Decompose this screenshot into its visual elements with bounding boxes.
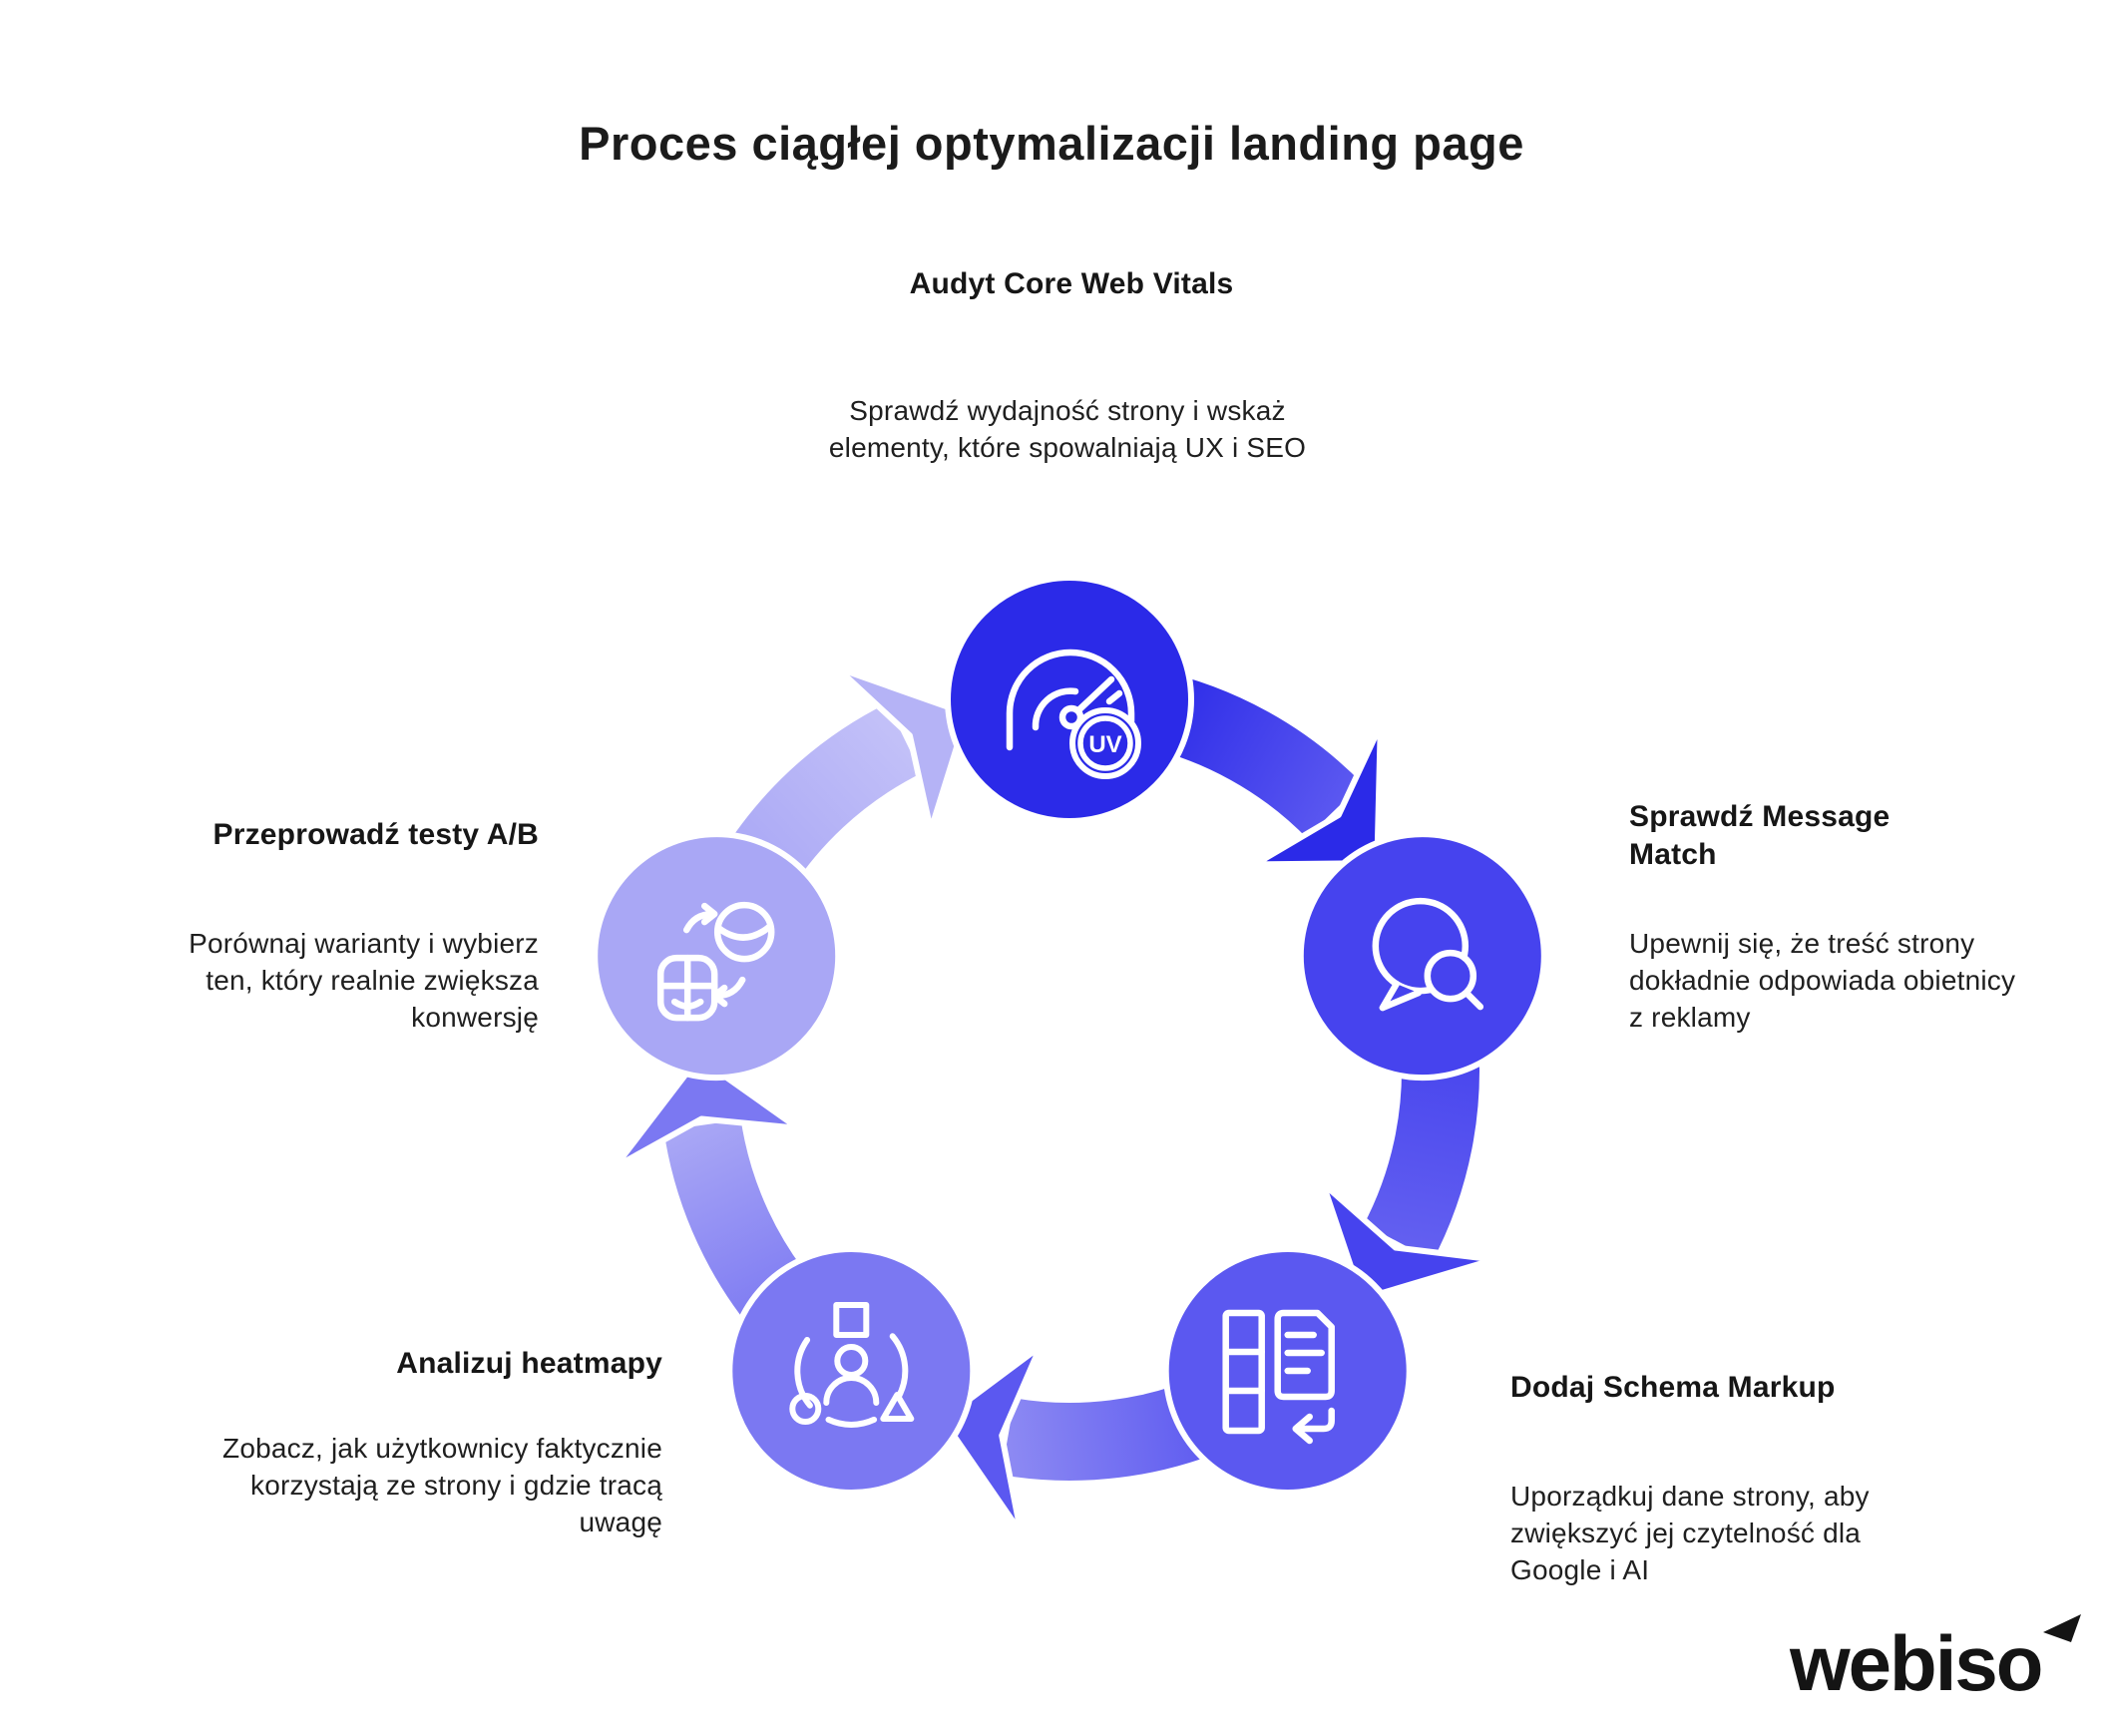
speedometer-uv-icon: UV [1006, 649, 1141, 779]
node-audyt-core-web-vitals [945, 575, 1194, 824]
page-title: Proces ciągłej optymalizacji landing pag… [579, 117, 1524, 170]
step-desc-dodaj-schema-markup: Uporządkuj dane strony, aby zwiększyć je… [1510, 1481, 1870, 1585]
node-przeprowadz-testy-ab [592, 831, 842, 1082]
schema-column [1222, 1309, 1265, 1435]
step-desc-przeprowadz-testy-ab: Porównaj warianty i wybierz ten, który r… [189, 928, 539, 1033]
node-sprawdz-message-match [1297, 831, 1547, 1082]
gauge-tick [1105, 689, 1123, 705]
uv-badge-label: UV [1088, 731, 1121, 758]
schema-document-icon [1222, 1309, 1335, 1445]
step-heading-dodaj-schema-markup: Dodaj Schema Markup [1510, 1371, 1836, 1404]
arrow-head-left-to-top-icon [834, 664, 971, 834]
node-analizuj-heatmapy [726, 1246, 977, 1496]
segment-arc-left [794, 1337, 813, 1409]
user-shoulders [823, 1375, 880, 1406]
gauge-inner-arc [1032, 687, 1079, 731]
webiso-logo: webiso [1790, 1619, 2043, 1707]
heatmap-user-icon [789, 1302, 915, 1428]
step-desc-audyt-core-web-vitals: Sprawdź wydajność strony i wskaż element… [828, 395, 1307, 463]
document-lines [1284, 1331, 1325, 1375]
step-heading-sprawdz-message-match: Sprawdź Message Match [1629, 800, 1891, 871]
magnifier-lens [1424, 949, 1477, 1003]
step-heading-audyt-core-web-vitals: Audyt Core Web Vitals [909, 267, 1234, 300]
swap-arrow-bottom-head [710, 984, 728, 1008]
segment-arc-bottom [825, 1416, 878, 1428]
gauge-needle-hub [1058, 704, 1084, 730]
gauge-needle [1073, 675, 1115, 715]
uv-badge-inner [1077, 715, 1133, 771]
magnifier-handle [1463, 989, 1484, 1011]
circle-shape [789, 1393, 822, 1425]
arrow-head-bottom-left-to-left-icon [612, 1055, 802, 1170]
webiso-logo-mark-icon [2043, 1614, 2081, 1642]
step-desc-sprawdz-message-match: Upewnij się, że treść strony dokładnie o… [1629, 928, 2016, 1033]
step-heading-przeprowadz-testy-ab: Przeprowadź testy A/B [212, 818, 539, 851]
step-desc-analizuj-heatmapy: Zobacz, jak użytkownicy faktycznie korzy… [222, 1433, 662, 1537]
arrow-head-top-to-right-icon [1252, 721, 1384, 868]
gauge-dome [1006, 649, 1135, 751]
arrow-head-right-to-bottom-right-icon [1320, 1180, 1497, 1302]
document-outline [1274, 1309, 1335, 1401]
variant-sphere [713, 901, 775, 963]
ab-swap-icon [656, 901, 775, 1022]
segment-arc-right [889, 1333, 909, 1401]
return-arrow-head [1292, 1413, 1313, 1445]
chat-search-icon [1372, 897, 1484, 1012]
chat-bubble-tail [1379, 980, 1423, 1012]
swap-arrow-top-head [700, 902, 718, 926]
variant-pad-smile [670, 998, 704, 1010]
step-heading-analizuj-heatmapy: Analizuj heatmapy [396, 1347, 662, 1380]
square-shape [833, 1302, 870, 1338]
schema-column-dividers [1222, 1348, 1265, 1395]
return-arrow [1294, 1407, 1335, 1433]
triangle-shape [880, 1392, 915, 1422]
variant-sphere-curve [714, 922, 774, 941]
arrow-head-bottom-right-to-bottom-left-icon [939, 1343, 1044, 1536]
